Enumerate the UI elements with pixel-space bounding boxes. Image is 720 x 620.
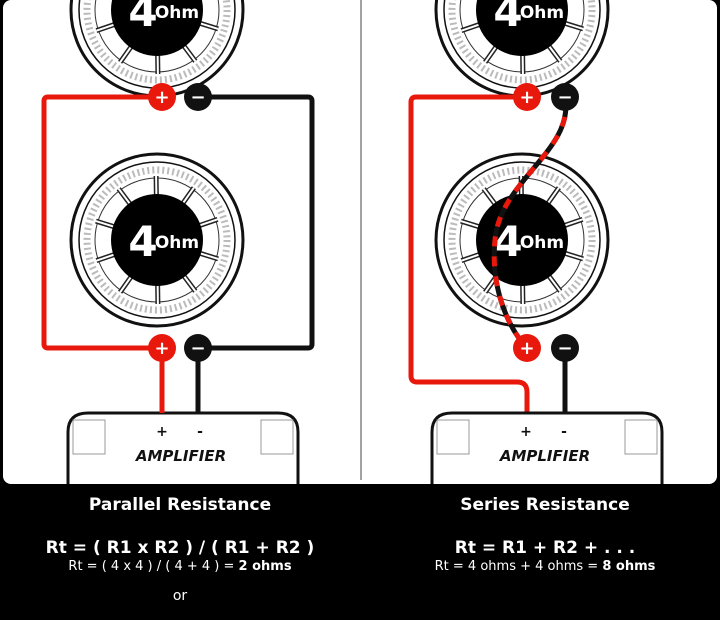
parallel-example: Rt = ( 4 x 4 ) / ( 4 + 4 ) = 2 ohms: [0, 559, 360, 574]
minus-sign: −: [557, 338, 572, 359]
series-title: Series Resistance: [460, 495, 630, 515]
minus-sign: −: [557, 87, 572, 108]
speaker-cap: [111, 194, 203, 286]
series-caption: Series Resistance Rt = R1 + R2 + . . . R…: [365, 482, 720, 620]
series-example-text: Rt = 4 ohms + 4 ohms =: [434, 559, 603, 574]
speaker-surround: [448, 166, 596, 314]
negative-terminal: [184, 334, 212, 362]
plus-sign: +: [154, 338, 169, 359]
minus-sign: −: [190, 87, 205, 108]
series-result: 8 ohms: [602, 559, 656, 574]
speaker-ring: [443, 161, 601, 319]
ohm-value: 4: [128, 0, 157, 36]
plus-sign: +: [519, 338, 534, 359]
positive-wire: [408, 94, 530, 413]
negative-terminal: [184, 83, 212, 111]
minus-sign: −: [190, 338, 205, 359]
or-text: or: [172, 588, 188, 604]
speaker-surround: [448, 0, 596, 84]
ohm-unit: Ohm: [155, 3, 199, 23]
amp-bracket-right: [260, 419, 294, 455]
speaker-cap: [476, 0, 568, 56]
amp-plus-label: +: [520, 424, 532, 440]
ohm-value: 4: [493, 0, 522, 36]
negative-terminal: [551, 83, 579, 111]
parallel-caption: Parallel Resistance Rt = ( R1 x R2 ) / (…: [0, 482, 360, 620]
jumper-wire-stripe: [491, 96, 569, 350]
parallel-result: 2 ohms: [238, 559, 292, 574]
positive-terminal: [513, 334, 541, 362]
diagram-panel: [3, 0, 717, 484]
parallel-title: Parallel Resistance: [88, 495, 272, 515]
positive-terminal: [148, 334, 176, 362]
plus-sign: +: [519, 87, 534, 108]
ohm-value: 4: [128, 217, 157, 266]
amplifier-body: [66, 411, 300, 484]
ohm-unit: Ohm: [520, 233, 564, 253]
parallel-example-text: Rt = ( 4 x 4 ) / ( 4 + 4 ) =: [68, 559, 239, 574]
speaker-cap: [111, 0, 203, 56]
amp-bracket-right: [624, 419, 658, 455]
amp-minus-label: -: [197, 424, 203, 440]
ohm-unit: Ohm: [520, 3, 564, 23]
positive-terminal: [148, 83, 176, 111]
series-example: Rt = 4 ohms + 4 ohms = 8 ohms: [365, 559, 720, 574]
amp-bracket-left: [436, 419, 470, 455]
amp-bracket-left: [72, 419, 106, 455]
amplifier-body: [430, 411, 664, 484]
amplifier-label: AMPLIFIER: [135, 447, 226, 465]
negative-terminal: [551, 334, 579, 362]
plus-sign: +: [154, 87, 169, 108]
speaker-surround: [83, 166, 231, 314]
positive-terminal: [513, 83, 541, 111]
series-formula: Rt = R1 + R2 + . . .: [454, 538, 636, 558]
negative-wire: [198, 94, 315, 351]
speaker-surround: [83, 0, 231, 84]
amplifier-label: AMPLIFIER: [499, 447, 590, 465]
speaker-ring: [78, 161, 236, 319]
parallel-formula: Rt = ( R1 x R2 ) / ( R1 + R2 ): [45, 538, 315, 558]
ohm-unit: Ohm: [155, 233, 199, 253]
positive-wire: [41, 94, 162, 351]
amp-plus-label: +: [156, 424, 168, 440]
amp-minus-label: -: [561, 424, 567, 440]
